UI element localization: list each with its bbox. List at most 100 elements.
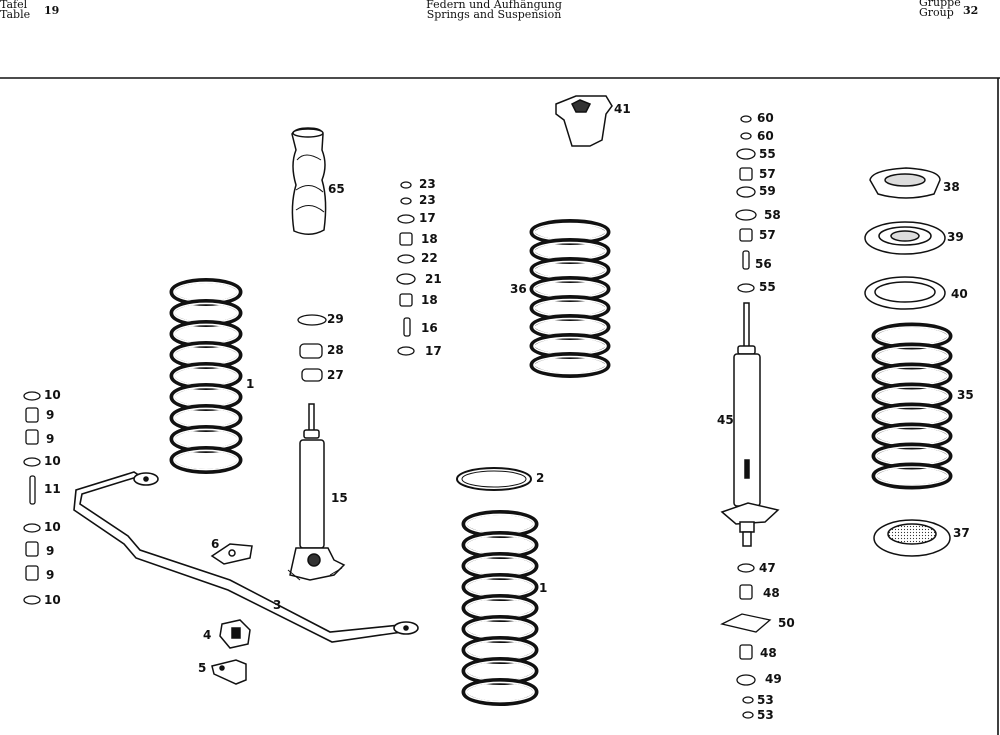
bracket-plate-icon: [210, 543, 253, 565]
callout-53: 53: [757, 708, 774, 722]
callout-17: 17: [425, 344, 442, 358]
spring-coil-highlight: [173, 302, 239, 324]
callout-56: 56: [755, 257, 772, 271]
spring-seat-40-icon: [864, 276, 946, 310]
callout-18: 18: [421, 293, 438, 307]
spring-coil-highlight: [875, 426, 949, 446]
coil-spring-1-lower: [461, 509, 539, 707]
spring-coil-highlight: [875, 406, 949, 426]
coil-spring-1-upper: [169, 277, 243, 475]
spring-seat-ring-icon: [456, 467, 532, 491]
callout-15: 15: [331, 491, 348, 505]
callout-2: 2: [536, 471, 545, 485]
callout-37: 37: [953, 526, 970, 540]
spring-coil-highlight: [533, 241, 607, 261]
callout-41: 41: [614, 102, 631, 116]
callout-57: 57: [759, 228, 776, 242]
spring-coil-highlight: [465, 597, 535, 619]
callout-50: 50: [778, 616, 795, 630]
spring-coil-highlight: [173, 344, 239, 366]
spring-coil-highlight: [465, 534, 535, 556]
callout-10: 10: [44, 454, 61, 468]
callout-35: 35: [957, 388, 974, 402]
spring-coil-highlight: [465, 660, 535, 682]
callout-39: 39: [947, 230, 964, 244]
callout-55: 55: [759, 147, 776, 161]
callout-59: 59: [759, 184, 776, 198]
callout-55: 55: [759, 280, 776, 294]
spring-coil-highlight: [173, 449, 239, 471]
callout-11: 11: [44, 482, 61, 496]
spring-coil-turn: [461, 677, 539, 707]
spring-coil-highlight: [875, 386, 949, 406]
callout-60: 60: [757, 111, 774, 125]
spring-coil-highlight: [173, 386, 239, 408]
callout-10: 10: [44, 520, 61, 534]
callout-53: 53: [757, 693, 774, 707]
shock-absorber-15-icon: [287, 403, 346, 581]
page-title-de: Federn und Aufhängung: [426, 0, 562, 11]
spring-coil-highlight: [533, 222, 607, 242]
callout-27: 27: [327, 368, 344, 382]
callout-57: 57: [759, 167, 776, 181]
spring-coil-highlight: [533, 317, 607, 337]
callout-45: 45: [717, 413, 734, 427]
spring-coil-highlight: [465, 513, 535, 535]
spring-coil-highlight: [173, 428, 239, 450]
group-label-de: Gruppe: [919, 0, 961, 9]
callout-17: 17: [419, 211, 436, 225]
callout-58: 58: [764, 208, 781, 222]
small-parts-middle-icons: [297, 181, 416, 382]
callout-4: 4: [203, 628, 212, 642]
callout-22: 22: [421, 251, 438, 265]
callout-65: 65: [328, 182, 345, 196]
spring-coil-highlight: [465, 618, 535, 640]
group-label-en: Group: [919, 6, 954, 19]
rubber-boot-icon: [291, 127, 327, 235]
spring-coil-turn: [871, 462, 953, 490]
callout-48: 48: [763, 586, 780, 600]
spring-coil-highlight: [533, 355, 607, 375]
callout-40: 40: [951, 287, 968, 301]
spring-coil-highlight: [875, 446, 949, 466]
callout-18: 18: [421, 232, 438, 246]
callout-9: 9: [46, 432, 55, 446]
spring-coil-highlight: [533, 260, 607, 280]
callout-9: 9: [46, 408, 55, 422]
spring-coil-turn: [169, 445, 243, 475]
callout-1: 1: [539, 581, 548, 595]
spring-seat-39-icon: [864, 221, 946, 255]
callout-29: 29: [327, 312, 344, 326]
spring-coil-highlight: [465, 576, 535, 598]
spring-seat-37-icon: [873, 519, 951, 557]
page-title-en: Springs and Suspension: [426, 8, 562, 21]
table-number: 19: [44, 4, 60, 17]
small-parts-left-icons: [23, 391, 41, 605]
spring-coil-highlight: [533, 298, 607, 318]
callout-48: 48: [760, 646, 777, 660]
callout-28: 28: [327, 343, 344, 357]
spring-coil-highlight: [533, 336, 607, 356]
clamp-icon: [211, 659, 247, 685]
group-number: 32: [963, 4, 979, 17]
table-label: Tafel Table: [0, 0, 30, 20]
callout-23: 23: [419, 177, 436, 191]
spring-coil-highlight: [875, 366, 949, 386]
callout-16: 16: [421, 321, 438, 335]
frame-border: [0, 77, 1000, 735]
spring-coil-highlight: [173, 281, 239, 303]
spring-seat-38-icon: [869, 167, 941, 199]
callout-49: 49: [765, 672, 782, 686]
spring-coil-highlight: [465, 555, 535, 577]
spring-coil-highlight: [173, 323, 239, 345]
callout-38: 38: [943, 180, 960, 194]
callout-36: 36: [510, 282, 527, 296]
callout-10: 10: [44, 593, 61, 607]
callout-5: 5: [198, 661, 207, 675]
callout-21: 21: [425, 272, 442, 286]
page-title: Federn und Aufhängung Springs and Suspen…: [394, 0, 594, 20]
callout-1: 1: [246, 377, 255, 391]
spring-coil-highlight: [533, 279, 607, 299]
table-label-de: Tafel: [0, 0, 28, 11]
